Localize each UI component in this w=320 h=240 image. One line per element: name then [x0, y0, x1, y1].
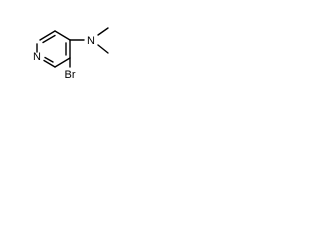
substituent-bonds — [69, 27, 109, 68]
pyridine-ring — [36, 30, 71, 68]
bond-c6-c5 — [39, 30, 56, 41]
ring-nitrogen-label: N — [33, 51, 41, 63]
double-bond-c2-n1 — [44, 56, 54, 63]
bond-c3-c2 — [54, 57, 71, 68]
amine-nitrogen-label: N — [87, 35, 95, 47]
double-bond-c5-c6 — [42, 34, 56, 44]
structure-canvas: N N Br — [0, 0, 144, 100]
bromine-label: Br — [65, 69, 76, 81]
bond-amine-n-methyl-down — [97, 44, 109, 54]
bond-c5-c4 — [54, 30, 71, 41]
bond-c2-n1 — [43, 59, 56, 68]
bond-amine-n-methyl-up — [97, 27, 109, 36]
molecule-structure: N N Br — [33, 27, 109, 81]
